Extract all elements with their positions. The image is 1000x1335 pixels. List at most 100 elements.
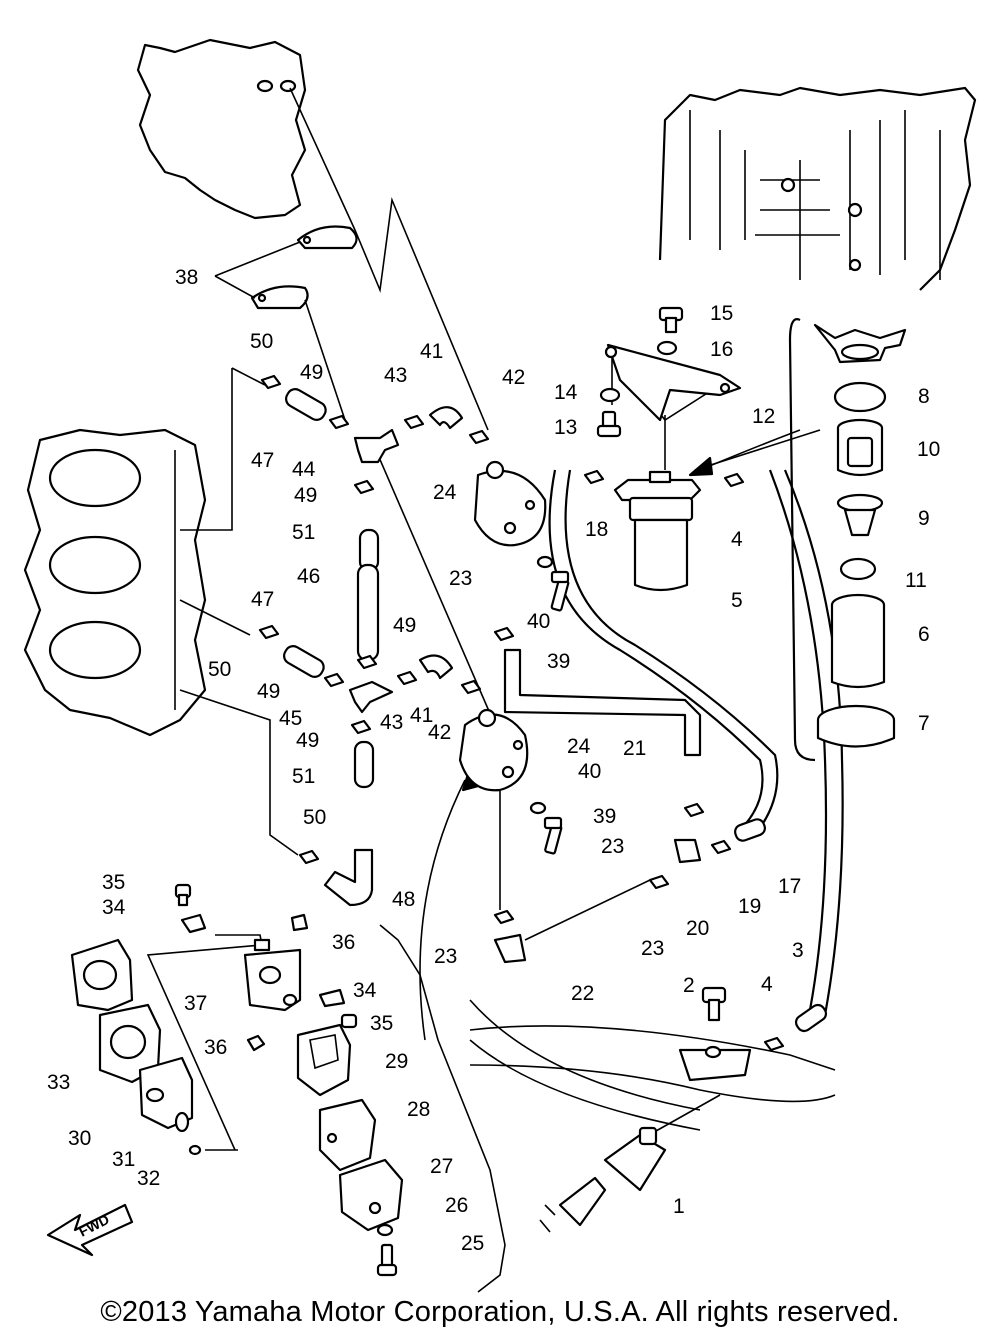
callout-24: 24 — [567, 735, 591, 758]
callout-23: 23 — [434, 945, 457, 968]
diaphragm-28 — [318, 1098, 377, 1172]
callout-27: 27 — [430, 1155, 453, 1178]
callout-3: 3 — [792, 939, 804, 962]
gasket-38-upper — [296, 225, 358, 250]
callout-35: 35 — [370, 1012, 393, 1035]
engine-block-top-left — [136, 38, 307, 220]
callout-7: 7 — [918, 712, 930, 735]
engine-block-top-right — [658, 86, 977, 291]
callout-36: 36 — [204, 1036, 227, 1059]
callout-1: 1 — [673, 1195, 685, 1218]
bolt-15 — [658, 306, 684, 334]
callout-9: 9 — [918, 507, 930, 530]
hose-3 — [794, 1003, 828, 1033]
fuel-filter-bracket — [604, 343, 742, 422]
callout-37: 37 — [184, 992, 207, 1015]
callout-36: 36 — [332, 931, 355, 954]
callout-10: 10 — [917, 438, 940, 461]
elbow-41-lower — [418, 654, 454, 680]
callout-51: 51 — [292, 765, 315, 788]
hose-47-lower — [283, 645, 325, 678]
nut-36-lower — [246, 1034, 266, 1052]
callout-18: 18 — [585, 518, 608, 541]
callout-34: 34 — [102, 896, 126, 919]
hose-47-upper — [285, 388, 327, 421]
bolt-13 — [596, 410, 622, 438]
callout-49: 49 — [393, 614, 416, 637]
filter-cap-top — [813, 323, 907, 364]
parts-31-32 — [174, 1111, 202, 1156]
washer-26 — [376, 1223, 394, 1237]
callout-48: 48 — [392, 888, 415, 911]
hose-46 — [356, 563, 380, 662]
callout-51: 51 — [292, 521, 315, 544]
spring-9 — [836, 493, 884, 537]
hose-48 — [323, 848, 374, 907]
callout-26: 26 — [445, 1194, 468, 1217]
callout-21: 21 — [623, 737, 646, 760]
callout-4: 4 — [731, 528, 743, 551]
callout-22: 22 — [571, 982, 594, 1005]
fuel-pump-upper — [473, 460, 547, 547]
callout-6: 6 — [918, 623, 930, 646]
callout-23: 23 — [641, 937, 664, 960]
callout-28: 28 — [407, 1098, 430, 1121]
fuel-pump-lower — [458, 708, 529, 792]
screw-25 — [376, 1243, 398, 1277]
joint-20 — [673, 838, 702, 864]
callout-38: 38 — [175, 266, 198, 289]
element-10 — [836, 418, 884, 477]
hose-51-lower — [353, 740, 375, 789]
fuel-hoses — [469, 469, 844, 1131]
callout-39: 39 — [547, 650, 570, 673]
body-37 — [243, 938, 302, 1012]
callout-8: 8 — [918, 385, 930, 408]
callout-41: 41 — [420, 340, 443, 363]
filter-exploded-frame — [788, 318, 816, 762]
callout-34: 34 — [353, 979, 377, 1002]
callout-32: 32 — [137, 1167, 160, 1190]
washer-40-upper — [536, 555, 554, 569]
callout-41: 41 — [410, 704, 433, 727]
callout-42: 42 — [502, 366, 525, 389]
callout-39: 39 — [593, 805, 616, 828]
callout-12: 12 — [752, 405, 775, 428]
hose-22 — [493, 933, 527, 964]
callout-31: 31 — [112, 1148, 135, 1171]
callout-5: 5 — [731, 589, 743, 612]
fwd-arrow: FWD — [46, 1203, 134, 1257]
callout-50: 50 — [208, 658, 231, 681]
joint-45 — [348, 680, 394, 714]
callout-49: 49 — [296, 729, 319, 752]
callout-24: 24 — [433, 481, 457, 504]
screw-35-lower — [340, 1013, 358, 1029]
callout-13: 13 — [554, 416, 577, 439]
lower-cowling-line — [469, 1025, 836, 1103]
callout-23: 23 — [449, 567, 472, 590]
callout-20: 20 — [686, 917, 709, 940]
o-ring-8 — [833, 381, 887, 413]
screw-35-upper — [174, 883, 192, 907]
gasket-33 — [98, 1003, 162, 1084]
screw-39-upper — [550, 570, 570, 612]
clips — [258, 374, 785, 1052]
o-ring-11 — [839, 557, 877, 581]
joint-44 — [353, 428, 400, 464]
callout-15: 15 — [710, 302, 733, 325]
callout-40: 40 — [527, 610, 550, 633]
callout-43: 43 — [384, 364, 407, 387]
fuel-filter-5 — [613, 470, 702, 592]
callout-47: 47 — [251, 449, 274, 472]
washer-14 — [599, 387, 621, 403]
callout-14: 14 — [554, 381, 578, 404]
elbow-41-upper — [428, 406, 464, 430]
diaphragm-29 — [296, 1023, 352, 1097]
callout-44: 44 — [292, 458, 316, 481]
leader-lines — [146, 87, 821, 1293]
callout-50: 50 — [250, 330, 273, 353]
fuel-connector-1 — [539, 1126, 667, 1233]
callout-11: 11 — [905, 569, 927, 592]
hose-17 — [734, 818, 766, 842]
bolt-2 — [701, 986, 727, 1059]
